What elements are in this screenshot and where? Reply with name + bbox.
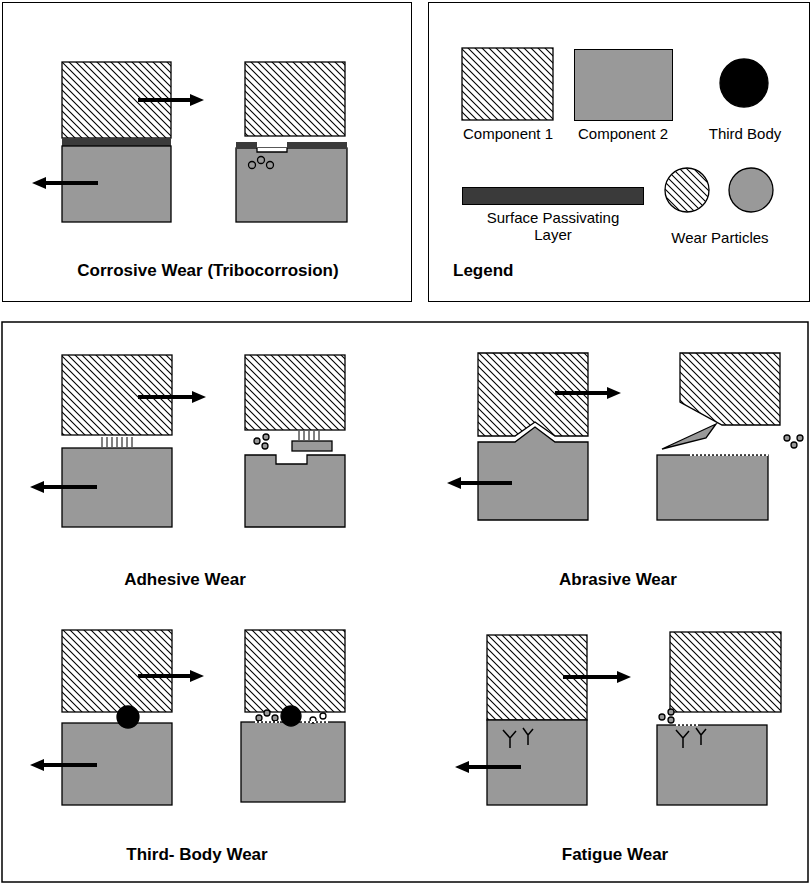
panel-box: Legend Component 1Component 2Third BodySu… <box>428 2 810 302</box>
legend-label: Wear Particles <box>650 229 790 246</box>
legend-label: Component 1 <box>443 125 573 142</box>
legend-swatch <box>462 187 644 205</box>
legend-label: Surface Passivating Layer <box>473 209 633 243</box>
legend-label: Third Body <box>690 125 800 142</box>
legend-swatch <box>574 49 673 121</box>
diagram-caption: Third- Body Wear <box>126 845 267 865</box>
legend-label: Component 2 <box>558 125 688 142</box>
diagram-caption: Abrasive Wear <box>559 570 677 590</box>
panel-title: Legend <box>453 261 513 281</box>
diagram-caption: Fatigue Wear <box>562 845 668 865</box>
panel-title: Corrosive Wear (Tribocorrosion) <box>77 261 338 281</box>
panel-box: Corrosive Wear (Tribocorrosion) <box>2 2 412 302</box>
diagram-caption: Adhesive Wear <box>124 570 246 590</box>
